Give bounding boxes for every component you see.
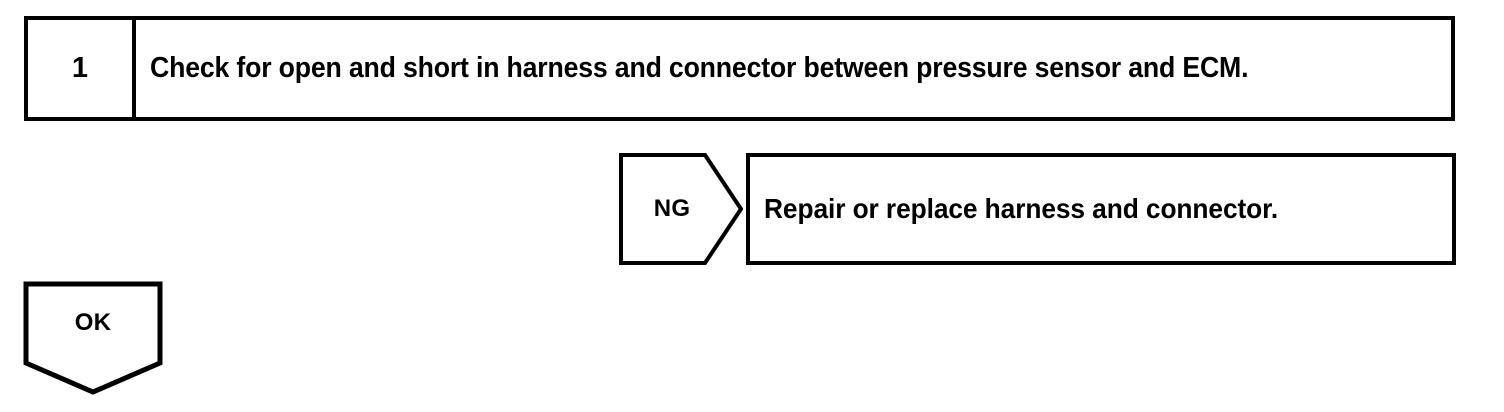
step-instruction-cell: Check for open and short in harness and … — [136, 20, 1451, 117]
ng-label: NG — [653, 195, 691, 222]
ng-result-box: Repair or replace harness and connector. — [746, 153, 1456, 265]
ok-label: OK — [74, 309, 112, 336]
ng-chevron-icon — [619, 153, 743, 265]
ng-result-text: Repair or replace harness and connector. — [764, 192, 1279, 224]
ng-branch-tag: NG — [619, 153, 743, 265]
ok-branch-tag: OK — [23, 281, 163, 395]
step-box: 1 Check for open and short in harness an… — [24, 16, 1455, 121]
step-instruction-text: Check for open and short in harness and … — [150, 52, 1249, 85]
ok-down-arrow-icon — [23, 281, 163, 395]
step-number: 1 — [71, 52, 89, 84]
step-number-cell: 1 — [28, 20, 136, 117]
